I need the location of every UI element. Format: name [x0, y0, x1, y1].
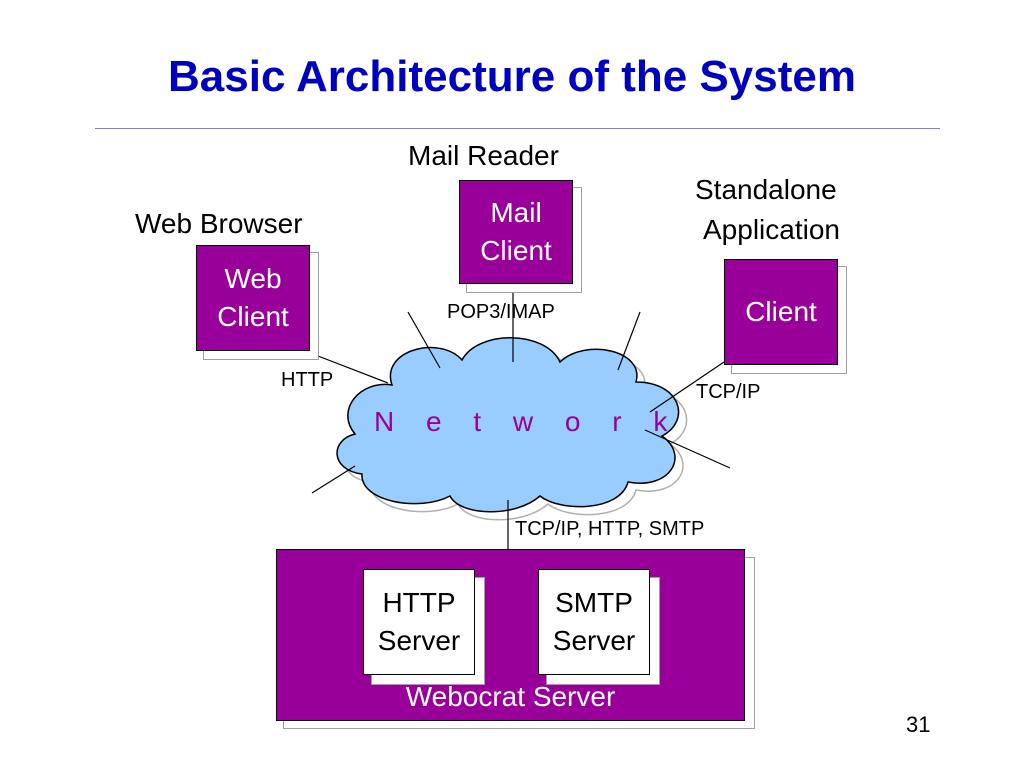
network-label: N e t w o r k — [374, 406, 680, 437]
http-server-line2: Server — [377, 625, 461, 656]
mail-client-box: Mail Client — [459, 180, 573, 284]
http-server-box: HTTP Server — [363, 569, 475, 675]
webocrat-server-label: Webocrat Server — [405, 681, 616, 713]
left-upper-link — [407, 311, 441, 369]
right-upper-link — [617, 311, 641, 371]
standalone-label: Standalone — [695, 174, 837, 205]
mail-client-line1: Mail — [490, 197, 542, 229]
tcpip-label: TCP/IP — [696, 381, 761, 403]
pop3-imap-label: POP3/IMAP — [447, 301, 555, 323]
slide-title: Basic Architecture of the System — [168, 52, 856, 101]
server-protocols-label: TCP/IP, HTTP, SMTP — [515, 518, 705, 540]
webocrat-server-box: Webocrat Server — [276, 549, 745, 721]
smtp-server-box: SMTP Server — [538, 569, 650, 675]
smtp-server-line2: Server — [552, 625, 636, 656]
right-lower-link — [644, 429, 731, 469]
web-client-link — [317, 355, 389, 384]
title-divider — [95, 128, 940, 129]
http-server-line1: HTTP — [382, 587, 456, 619]
page-number: 31 — [906, 712, 931, 737]
client-link — [649, 361, 725, 413]
mail-client-line2: Client — [480, 235, 552, 266]
smtp-server-line1: SMTP — [555, 587, 633, 619]
web-client-line1: Web — [224, 263, 282, 295]
client-label: Client — [745, 296, 817, 328]
network-cloud — [336, 337, 680, 513]
web-browser-label: Web Browser — [135, 208, 303, 239]
http-label: HTTP — [281, 369, 334, 391]
mail-reader-label: Mail Reader — [408, 140, 559, 171]
web-client-line2: Client — [217, 301, 289, 332]
application-label: Application — [703, 214, 840, 245]
web-client-box: Web Client — [196, 245, 310, 351]
left-lower-link — [311, 465, 356, 494]
client-box: Client — [724, 259, 838, 365]
